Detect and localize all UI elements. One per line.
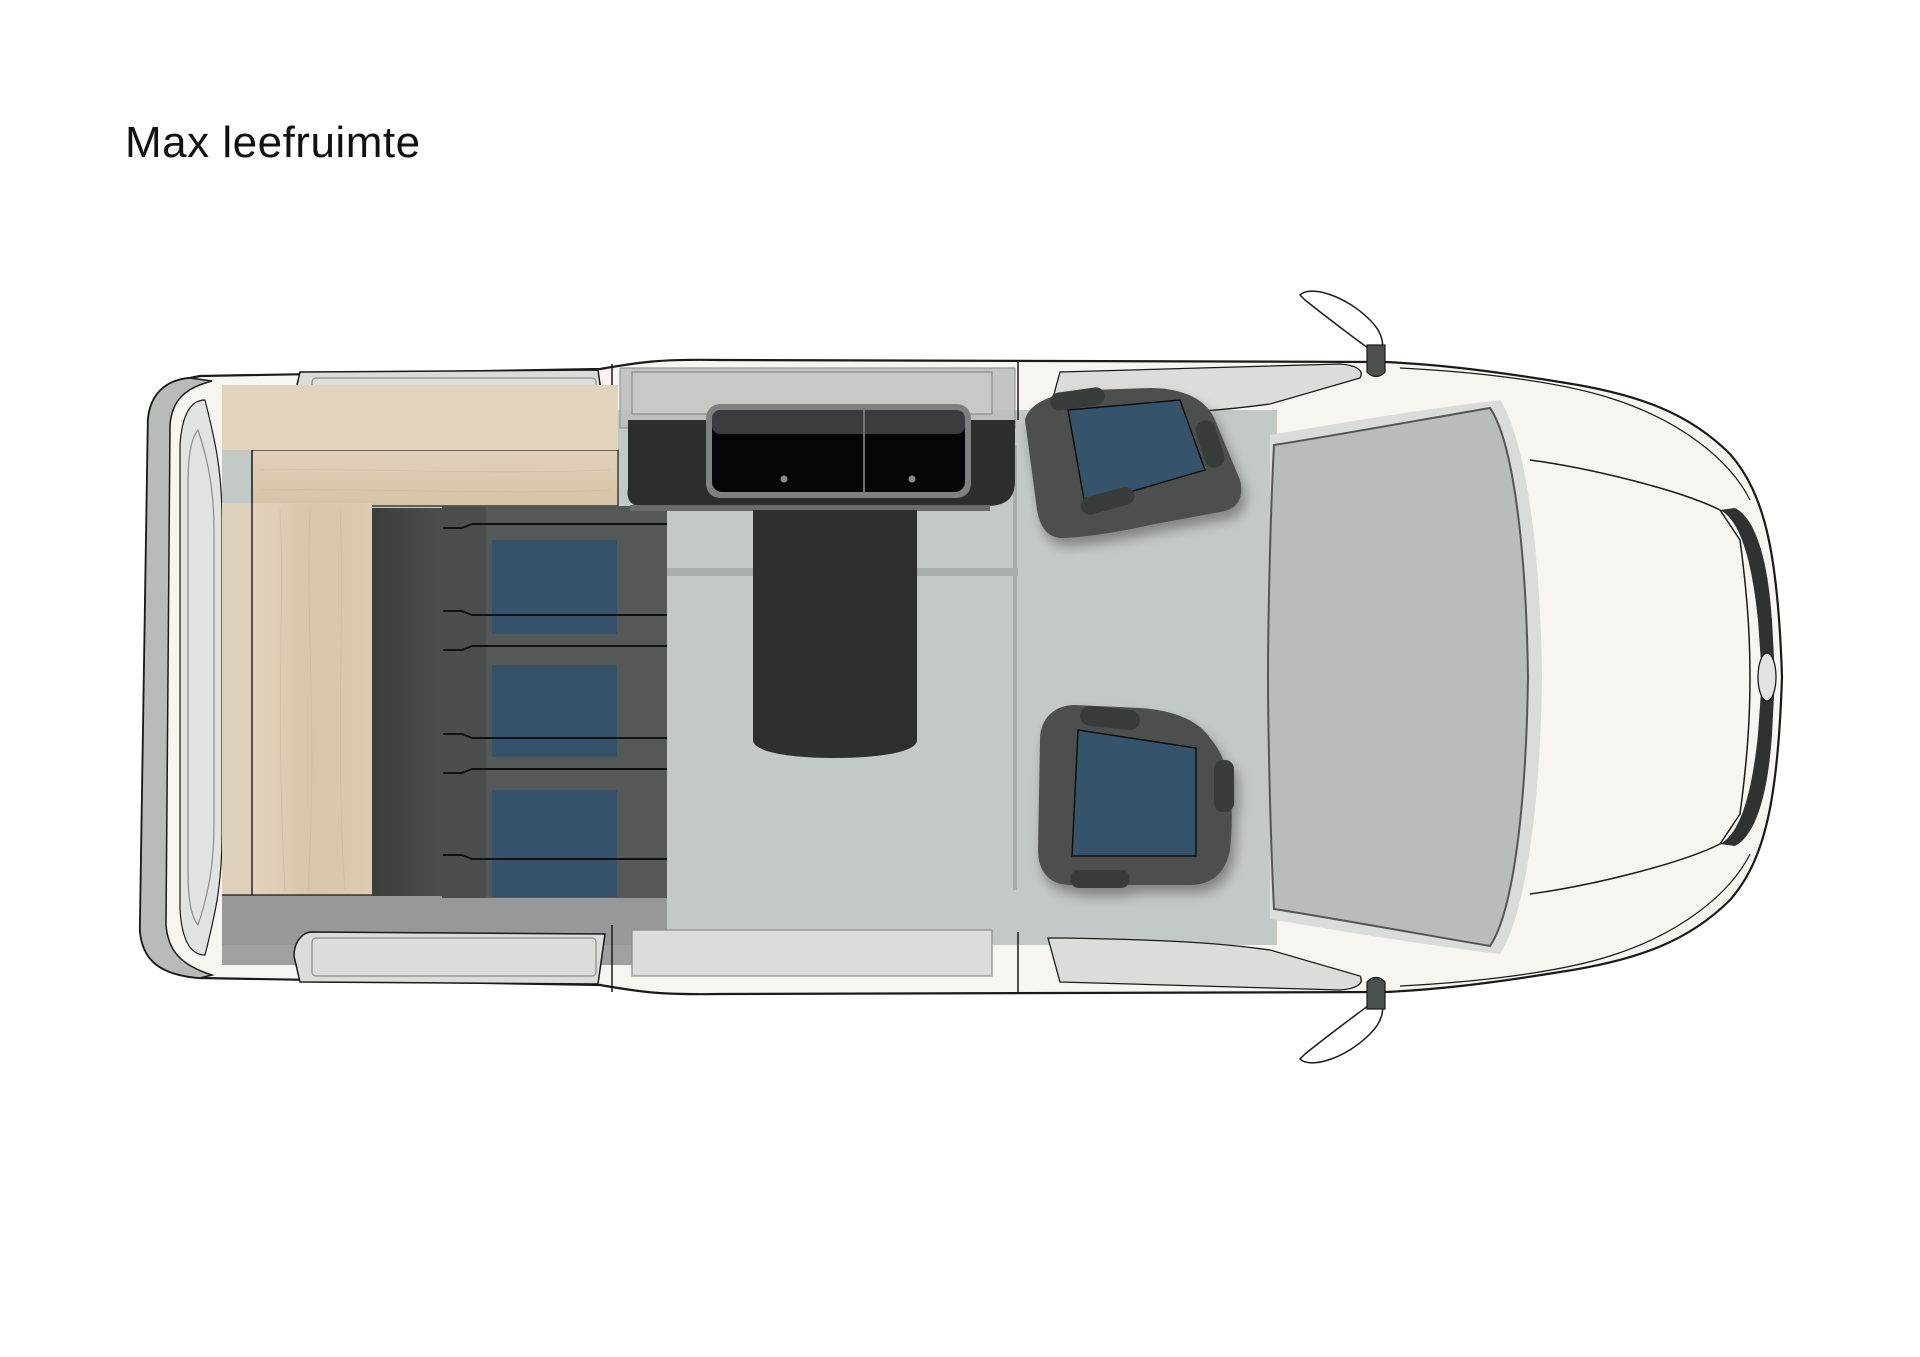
bench-cushion	[492, 665, 617, 757]
mirror-housing	[1298, 998, 1384, 1064]
bench-cushion	[492, 790, 617, 897]
kitchen-edge	[630, 505, 990, 511]
side-windows-bottom	[293, 925, 1362, 994]
hood-contour	[1399, 853, 1751, 987]
wood-cabinet-top-back	[222, 385, 618, 450]
cabinet-knob-icon	[780, 475, 788, 483]
wood-grain	[259, 469, 611, 891]
wood-cabinet-edge	[222, 503, 252, 895]
bench-side	[442, 506, 486, 898]
mirror-arm	[1366, 976, 1386, 1010]
windshield	[1266, 406, 1530, 948]
rear-bumper	[139, 377, 215, 979]
rear-wood-cabinet	[222, 385, 619, 896]
seat-armrest	[1050, 387, 1105, 411]
bench-dividers	[443, 523, 667, 860]
bench-backrest	[372, 508, 442, 896]
side-window-inner	[311, 937, 597, 977]
mirror-bottom	[1298, 976, 1386, 1064]
kitchen-cabinet-top	[712, 410, 965, 434]
mirror-top	[1298, 290, 1386, 378]
seat-armrest	[1080, 487, 1135, 515]
seat-cushion	[1067, 399, 1206, 506]
front-seat-top	[1025, 387, 1242, 538]
rear-door-window-inner	[187, 428, 215, 927]
page-title: Max leefruimte	[125, 118, 421, 167]
seat-armrest	[1195, 420, 1225, 468]
mirror-housing	[1298, 290, 1384, 356]
seat-armrest	[1070, 870, 1130, 888]
hood	[1399, 367, 1777, 987]
wood-cabinet-top	[251, 449, 619, 507]
hood-line	[1529, 459, 1751, 895]
brand-logo-icon	[1757, 652, 1777, 702]
side-window	[631, 929, 993, 977]
wood-cabinet-side	[252, 503, 372, 895]
kitchen-block	[627, 404, 1015, 511]
cabinet-knob-icon	[908, 475, 916, 483]
hood-contour	[1399, 367, 1751, 501]
nose-stripe	[1720, 508, 1775, 846]
front-seat-bottom	[1038, 705, 1234, 888]
mirror-arm	[1366, 344, 1386, 378]
seat-cushion	[1071, 729, 1197, 857]
front-side-window	[1047, 937, 1362, 991]
rear-door-glass	[179, 399, 223, 956]
rear-bench	[372, 506, 667, 898]
seat-armrest	[1214, 760, 1234, 812]
bench-cushion	[492, 540, 617, 634]
table	[753, 510, 917, 758]
side-window	[293, 931, 606, 985]
seat-armrest	[1080, 705, 1140, 731]
